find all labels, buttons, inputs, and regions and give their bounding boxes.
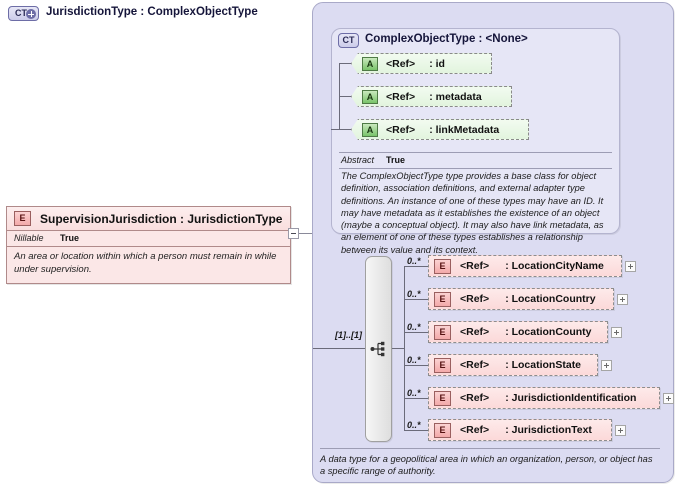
element-row-locationcounty[interactable]: E <Ref> : LocationCounty	[428, 321, 608, 343]
element-badge-icon: E	[434, 390, 451, 406]
expand-element-icon[interactable]	[625, 261, 636, 272]
element-header: E SupervisionJurisdiction : Jurisdiction…	[7, 207, 290, 231]
sequence-compositor-box[interactable]	[365, 256, 392, 442]
sequence-icon	[370, 341, 385, 357]
complextype-expand-badge-icon[interactable]: CT	[8, 6, 39, 21]
attribute-badge-icon: A	[362, 56, 378, 71]
element-name-label: : JurisdictionText	[505, 424, 592, 436]
element-name-label: : LocationCountry	[505, 293, 596, 305]
element-name-label: : JurisdictionIdentification	[505, 392, 637, 404]
expand-element-icon[interactable]	[615, 425, 626, 436]
element-branch-line	[404, 430, 428, 431]
element-ref-label: <Ref>	[460, 260, 490, 272]
attribute-tree-stem	[331, 129, 340, 130]
sequence-input-line	[313, 348, 366, 349]
attribute-name-label: : linkMetadata	[429, 123, 500, 136]
attribute-name-label: : metadata	[429, 90, 482, 103]
attribute-row-linkmetadata[interactable]: A <Ref> : linkMetadata	[351, 119, 529, 140]
element-badge-icon: E	[14, 211, 31, 226]
element-property-nillable: Nillable True	[7, 231, 290, 247]
expand-element-icon[interactable]	[663, 393, 674, 404]
element-name-label: : LocationCityName	[505, 260, 604, 272]
element-ref-label: <Ref>	[460, 424, 490, 436]
attribute-row-id[interactable]: A <Ref> : id	[351, 53, 492, 74]
element-badge-icon: E	[434, 291, 451, 307]
attribute-tree-branch	[339, 63, 351, 64]
element-branch-line	[404, 299, 428, 300]
attribute-name-label: : id	[429, 57, 445, 70]
abstract-value: True	[386, 155, 406, 165]
complex-object-type-description: The ComplexObjectType type provides a ba…	[341, 171, 604, 255]
element-row-locationstate[interactable]: E <Ref> : LocationState	[428, 354, 598, 376]
element-badge-icon: E	[434, 258, 451, 274]
supervision-jurisdiction-element-box[interactable]: E SupervisionJurisdiction : Jurisdiction…	[6, 206, 291, 284]
element-ref-label: <Ref>	[460, 326, 490, 338]
element-badge-icon: E	[434, 422, 451, 438]
element-name-label: : LocationState	[505, 359, 582, 371]
element-branch-line	[404, 398, 428, 399]
element-branch-line	[404, 332, 428, 333]
element-cardinality-label: 0..*	[407, 388, 421, 398]
attribute-ref-label: <Ref>	[386, 123, 416, 136]
attribute-tree-branch	[339, 96, 351, 97]
sequence-cardinality-label: [1]..[1]	[335, 330, 362, 340]
attribute-ref-label: <Ref>	[386, 57, 416, 70]
expand-element-icon[interactable]	[601, 360, 612, 371]
collapse-toggle-icon[interactable]	[288, 228, 299, 239]
attribute-row-metadata[interactable]: A <Ref> : metadata	[351, 86, 512, 107]
element-cardinality-label: 0..*	[407, 289, 421, 299]
element-branch-line	[404, 365, 428, 366]
jurisdiction-type-annotation: A data type for a geopolitical area in w…	[320, 454, 653, 477]
attribute-badge-icon: A	[362, 89, 378, 104]
element-cardinality-label: 0..*	[407, 322, 421, 332]
expand-plus-icon[interactable]	[26, 9, 36, 19]
element-ref-label: <Ref>	[460, 293, 490, 305]
nillable-value: True	[60, 233, 80, 243]
expand-element-icon[interactable]	[617, 294, 628, 305]
element-ref-label: <Ref>	[460, 392, 490, 404]
element-row-jurisdictionidentification[interactable]: E <Ref> : JurisdictionIdentification	[428, 387, 660, 409]
element-cardinality-label: 0..*	[407, 256, 421, 266]
element-row-locationcountry[interactable]: E <Ref> : LocationCountry	[428, 288, 614, 310]
abstract-property-row: Abstract True	[339, 152, 612, 169]
element-description: An area or location within which a perso…	[7, 247, 290, 283]
jurisdiction-type-title: JurisdictionType : ComplexObjectType	[46, 6, 258, 18]
element-title: SupervisionJurisdiction : JurisdictionTy…	[40, 211, 283, 226]
complex-object-type-title: ComplexObjectType : <None>	[365, 33, 528, 45]
abstract-label: Abstract	[341, 155, 375, 165]
element-badge-icon: E	[434, 357, 451, 373]
element-ref-label: <Ref>	[460, 359, 490, 371]
element-name-label: : LocationCounty	[505, 326, 592, 338]
attribute-tree-branch	[339, 129, 351, 130]
element-row-locationcityname[interactable]: E <Ref> : LocationCityName	[428, 255, 622, 277]
element-cardinality-label: 0..*	[407, 420, 421, 430]
element-row-jurisdictiontext[interactable]: E <Ref> : JurisdictionText	[428, 419, 612, 441]
complextype-badge-icon: CT	[338, 33, 359, 48]
element-to-type-connector	[291, 233, 312, 234]
element-cardinality-label: 0..*	[407, 355, 421, 365]
annotation-separator	[320, 448, 660, 449]
nillable-label: Nillable	[14, 233, 44, 243]
sequence-out-line	[392, 348, 405, 349]
element-badge-icon: E	[434, 324, 451, 340]
expand-element-icon[interactable]	[611, 327, 622, 338]
element-branch-line	[404, 266, 428, 267]
attribute-badge-icon: A	[362, 122, 378, 137]
attribute-ref-label: <Ref>	[386, 90, 416, 103]
